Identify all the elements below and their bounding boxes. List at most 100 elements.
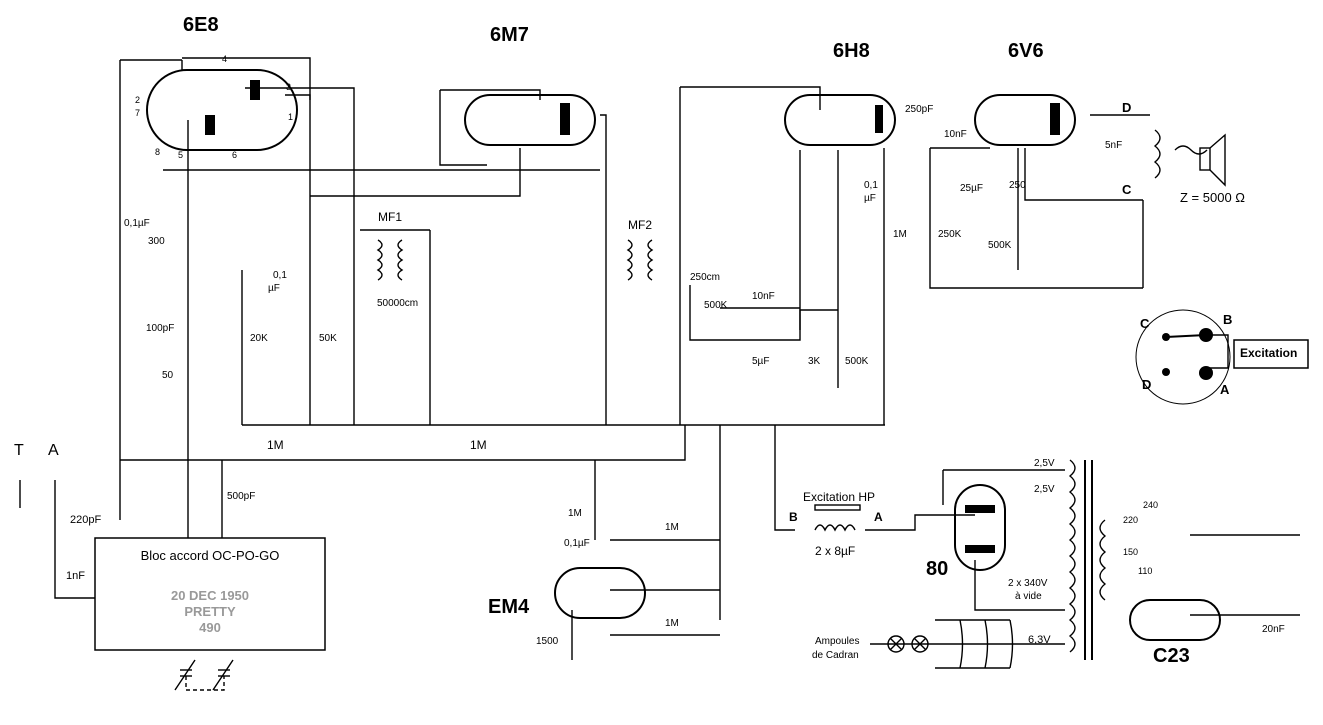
pin-1: 1: [288, 112, 294, 122]
label-1500: 1500: [536, 636, 559, 647]
label-240: 240: [1143, 500, 1159, 510]
label-5uf: 5µF: [752, 356, 770, 367]
label-500pf: 500pF: [227, 491, 256, 502]
plug-pin-b: B: [1223, 312, 1233, 327]
label-d: D: [1122, 100, 1132, 115]
label-10nf-2: 10nF: [944, 129, 967, 140]
label-5nf: 5nF: [1105, 140, 1123, 151]
output-transformer: [1153, 129, 1208, 179]
bloc-number: 490: [199, 620, 221, 635]
label-50000cm: 50000cm: [377, 298, 419, 309]
label-220: 220: [1123, 515, 1139, 525]
label-1nf: 1nF: [66, 570, 85, 582]
tube-80: [954, 484, 1006, 571]
label-em-1m-2: 1M: [665, 522, 679, 533]
plug-pin-a: A: [1220, 382, 1230, 397]
excitation-coil: [814, 504, 861, 532]
label-01: 0,1: [273, 270, 287, 281]
terminal-t: T: [14, 442, 24, 459]
tube-6E8: [146, 69, 298, 151]
label-01uf: 0,1µF: [124, 218, 150, 229]
tube-label-6m7: 6M7: [490, 24, 529, 46]
tuning-capacitors: [174, 659, 234, 691]
tube-label-6v6: 6V6: [1008, 40, 1044, 62]
tube-label-em4: EM4: [488, 596, 530, 618]
transformer-mf2: [626, 239, 654, 281]
pin-2: 2: [135, 95, 141, 105]
speaker-icon: [1199, 133, 1226, 187]
label-a: A: [874, 510, 883, 524]
pin-5: 5: [178, 150, 184, 160]
tube-EM4: [554, 567, 646, 619]
plug-pin-c: C: [1140, 316, 1150, 331]
tube-label-6e8: 6E8: [183, 14, 219, 36]
tube-label-80: 80: [926, 558, 949, 580]
label-500k: 500K: [704, 300, 728, 311]
pin-8: 8: [155, 147, 161, 157]
label-ampoules: Ampoules: [815, 636, 860, 647]
pin-7: 7: [135, 108, 141, 118]
label-b: B: [789, 510, 798, 524]
label-1m-c: 1M: [893, 229, 907, 240]
tube-label-6h8: 6H8: [833, 40, 870, 62]
tube-6V6: [974, 94, 1076, 146]
dial-lamps: [887, 619, 1014, 669]
label-em-1m: 1M: [568, 508, 582, 519]
label-mf2: MF2: [628, 218, 652, 232]
label-2-5v-b: 2,5V: [1034, 484, 1055, 495]
label-01-c: 0,1: [864, 180, 878, 191]
label-250pf: 250pF: [905, 104, 934, 115]
power-transformer: [1068, 459, 1107, 660]
label-1m-a: 1M: [267, 438, 284, 452]
excitation-plug: [1135, 309, 1309, 405]
tube-label-c23: C23: [1153, 645, 1190, 667]
label-2-5v-a: 2,5V: [1034, 458, 1055, 469]
tube-6H8: [784, 94, 896, 146]
label-500k-2: 500K: [845, 356, 869, 367]
label-10nf: 10nF: [752, 291, 775, 302]
label-2x340v: 2 x 340V: [1008, 578, 1048, 589]
transformer-mf1: [376, 239, 404, 281]
pin-3: 3: [286, 82, 292, 92]
label-mf1: MF1: [378, 210, 402, 224]
pin-6: 6: [232, 150, 238, 160]
label-de-cadran: de Cadran: [812, 650, 859, 661]
label-50k: 50K: [319, 333, 337, 344]
plug-pin-d: D: [1142, 377, 1152, 392]
bloc-accord-box: [94, 537, 326, 651]
plug-label: Excitation: [1240, 346, 1298, 360]
label-50: 50: [162, 370, 174, 381]
label-250k: 250K: [938, 229, 962, 240]
label-01-c-unit: µF: [864, 193, 876, 204]
label-25uf: 25µF: [960, 183, 983, 194]
label-20nf: 20nF: [1262, 624, 1285, 635]
label-a-vide: à vide: [1015, 591, 1042, 602]
tube-6M7: [464, 94, 596, 146]
label-2x8uf: 2 x 8µF: [815, 544, 856, 558]
label-250cm: 250cm: [690, 272, 721, 283]
label-220pf: 220pF: [70, 514, 102, 526]
label-500k-3: 500K: [988, 240, 1012, 251]
bloc-model: PRETTY: [184, 604, 236, 619]
label-c: C: [1122, 182, 1132, 197]
pin-4: 4: [222, 54, 228, 64]
bloc-date: 20 DEC 1950: [170, 588, 250, 603]
label-1m-b: 1M: [470, 438, 487, 452]
label-110: 110: [1138, 566, 1153, 576]
label-250: 250: [1009, 180, 1026, 191]
label-excitation-hp: Excitation HP: [803, 490, 876, 504]
label-150: 150: [1123, 547, 1139, 557]
label-impedance: Z = 5000 Ω: [1180, 190, 1246, 205]
label-em-01uf: 0,1µF: [564, 538, 590, 549]
label-300: 300: [148, 236, 165, 247]
bloc-title: Bloc accord OC-PO-GO: [140, 548, 280, 563]
tube-C23: [1129, 599, 1221, 641]
label-3k: 3K: [808, 356, 821, 367]
label-100pf: 100pF: [146, 323, 175, 334]
label-6-3v: 6,3V: [1028, 634, 1051, 646]
label-20k: 20K: [250, 333, 268, 344]
label-em-1m-3: 1M: [665, 618, 679, 629]
terminal-a: A: [48, 442, 59, 459]
label-01-unit: µF: [268, 283, 280, 294]
